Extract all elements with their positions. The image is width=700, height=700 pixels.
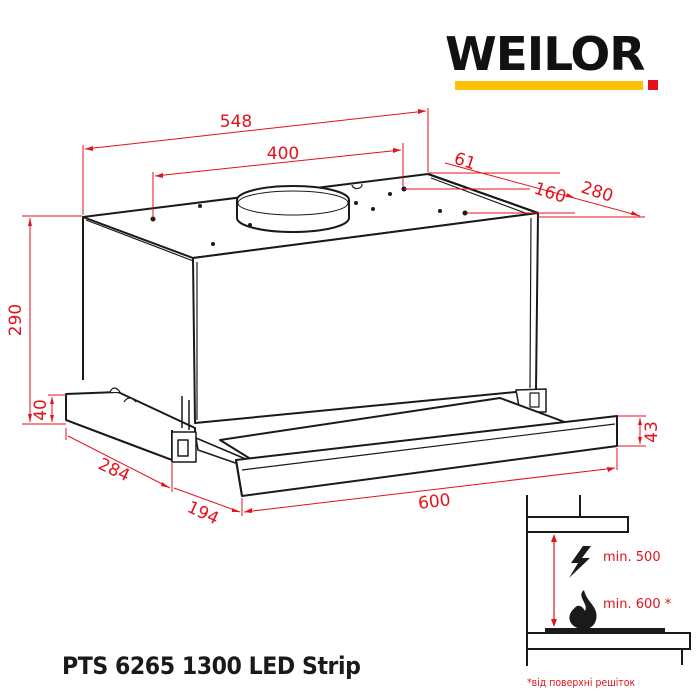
gas-min-label: min. 600 * [603,597,672,612]
installation-footnote: *від поверхні решіток [527,676,636,689]
dim-290: 290 [6,304,26,336]
dim-194: 194 [184,497,222,529]
hood-base-and-slider [65,387,618,497]
lightning-bolt-icon [569,546,591,578]
dim-43: 43 [642,421,662,443]
dim-600: 600 [417,490,452,514]
dim-400: 400 [267,144,299,164]
dim-284: 284 [95,454,133,486]
installation-diagram: min. 500 min. 600 * [526,495,691,666]
logo-red-square [648,80,658,90]
dimension-lines [22,108,646,516]
flame-icon [569,590,597,630]
hood-body [82,173,539,424]
dim-280: 280 [578,178,615,207]
dim-40: 40 [31,399,51,421]
dim-160: 160 [531,179,568,208]
electric-min-label: min. 500 [603,550,661,565]
dim-548: 548 [220,112,252,132]
dimension-arrows [28,109,642,513]
logo-yellow-bar [455,81,643,90]
brand-logo: WEILOR [445,30,685,92]
product-model-title: PTS 6265 1300 LED Strip [62,652,361,680]
brand-name: WEILOR [445,27,645,81]
